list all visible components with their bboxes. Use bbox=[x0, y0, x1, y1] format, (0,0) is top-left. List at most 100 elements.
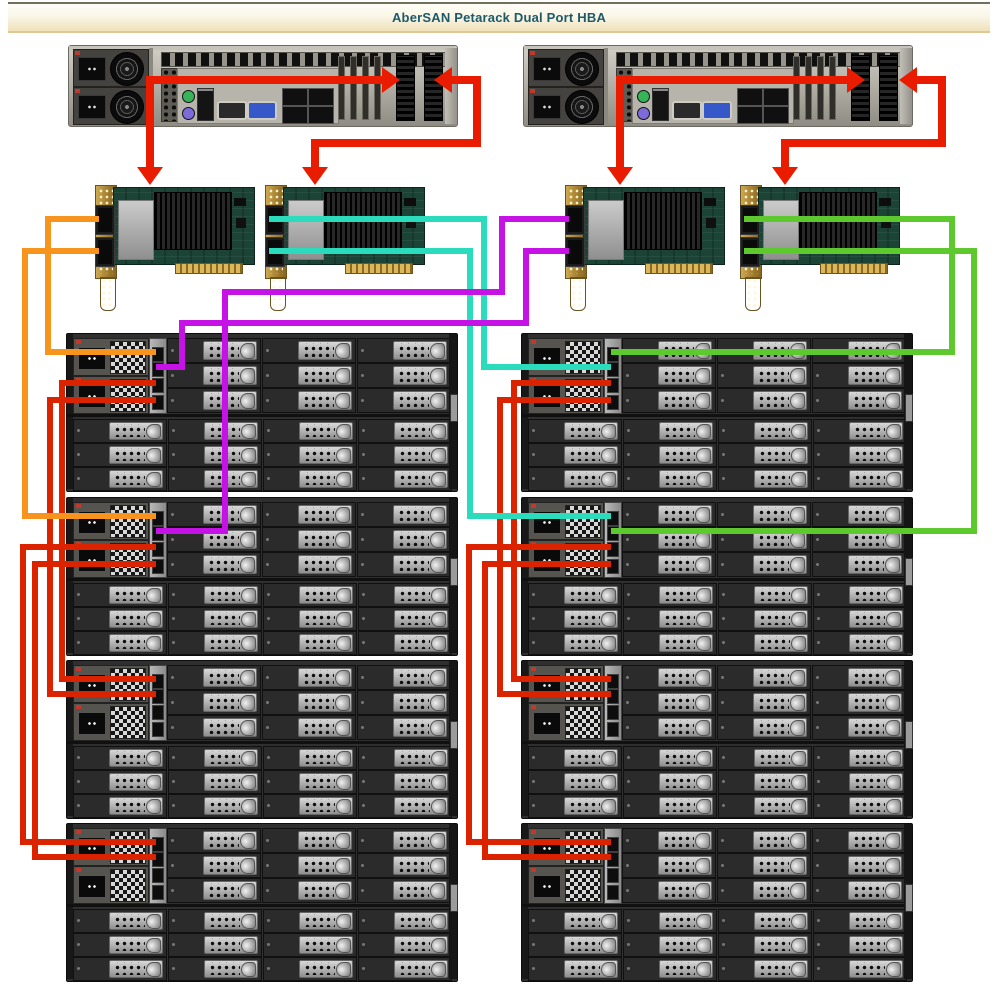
psu-led bbox=[530, 89, 535, 93]
tray-plate bbox=[203, 668, 257, 687]
inlet-pins bbox=[87, 682, 97, 689]
tray-latch bbox=[601, 612, 616, 627]
hba-pcb bbox=[113, 187, 255, 265]
chassis-right-cap bbox=[900, 48, 912, 124]
psu-grill bbox=[565, 543, 601, 576]
tray-plate bbox=[659, 773, 713, 791]
tray-vent-dots bbox=[397, 720, 429, 734]
tray-screw bbox=[721, 513, 724, 516]
drive-tray bbox=[262, 552, 356, 577]
tray-vent-dots bbox=[852, 532, 884, 546]
tray-screw bbox=[626, 374, 629, 377]
tray-latch bbox=[241, 799, 256, 814]
tray-screw bbox=[722, 593, 725, 596]
tray-latch bbox=[886, 751, 901, 766]
tray-plate bbox=[849, 960, 903, 978]
drive-tray bbox=[168, 746, 262, 770]
sas-port-1 bbox=[152, 837, 164, 852]
hba-chip bbox=[704, 198, 716, 206]
tray-screw bbox=[266, 726, 269, 729]
tray-plate bbox=[658, 718, 712, 737]
tray-vent-dots bbox=[302, 343, 334, 357]
tray-plate bbox=[753, 668, 807, 687]
inlet-pins bbox=[87, 883, 97, 890]
tray-screw bbox=[267, 429, 270, 432]
tray-screw bbox=[172, 429, 175, 432]
tray-plate bbox=[109, 470, 163, 488]
tray-screw bbox=[171, 839, 174, 842]
power-inlet bbox=[533, 674, 561, 697]
drive-tray bbox=[528, 631, 622, 655]
tray-latch bbox=[146, 751, 161, 766]
drive-tray bbox=[718, 770, 812, 794]
tray-vent-dots bbox=[398, 424, 430, 437]
tray-screw bbox=[77, 967, 80, 970]
chassis-handle bbox=[450, 558, 458, 586]
drive-tray bbox=[528, 794, 622, 818]
tray-vent-dots bbox=[398, 799, 430, 812]
power-inlet bbox=[78, 875, 106, 898]
slot-cover-3 bbox=[817, 56, 824, 120]
slot-cover-2 bbox=[350, 56, 357, 120]
tray-vent-dots bbox=[853, 636, 885, 649]
drive-tray bbox=[263, 770, 357, 794]
sas-port-2 bbox=[152, 689, 164, 704]
tray-screw bbox=[816, 538, 819, 541]
drive-tray bbox=[262, 363, 356, 388]
tray-screw bbox=[172, 919, 175, 922]
tray-vent-dots bbox=[303, 914, 335, 927]
hba-1 bbox=[95, 183, 263, 315]
drive-tray bbox=[263, 746, 357, 770]
tray-screw bbox=[77, 804, 80, 807]
array-psu-2 bbox=[528, 540, 604, 578]
drive-tray bbox=[262, 388, 356, 413]
drive-tray bbox=[623, 607, 717, 631]
vga-port bbox=[247, 101, 277, 120]
drive-tray bbox=[168, 794, 262, 818]
drive-tray bbox=[357, 502, 451, 527]
tray-latch bbox=[240, 883, 255, 899]
drive-tray bbox=[813, 746, 907, 770]
tray-vent-dots bbox=[758, 938, 790, 951]
tray-vent-dots bbox=[398, 612, 430, 625]
ps2-mouse-port bbox=[637, 90, 650, 103]
tray-latch bbox=[431, 612, 446, 627]
tray-plate bbox=[658, 505, 712, 524]
hba-external-port-1 bbox=[265, 205, 285, 235]
array-psu-2 bbox=[528, 376, 604, 414]
tray-vent-dots bbox=[568, 472, 600, 485]
drive-tray bbox=[167, 388, 261, 413]
tray-vent-dots bbox=[568, 612, 600, 625]
power-inlet bbox=[78, 57, 106, 81]
tray-plate bbox=[299, 797, 353, 815]
tray-vent-dots bbox=[853, 962, 885, 975]
tray-plate bbox=[848, 668, 902, 687]
tray-latch bbox=[791, 588, 806, 603]
array-left-2 bbox=[66, 497, 458, 656]
drive-tray bbox=[717, 878, 811, 903]
tray-plate bbox=[564, 749, 618, 767]
drive-tray bbox=[73, 443, 167, 467]
tray-vent-dots bbox=[208, 962, 240, 975]
tray-latch bbox=[601, 914, 616, 929]
tray-screw bbox=[532, 477, 535, 480]
tray-screw bbox=[626, 864, 629, 867]
hba-heatsink bbox=[799, 192, 877, 250]
tray-plate bbox=[564, 586, 618, 604]
tray-vent-dots bbox=[663, 472, 695, 485]
tray-vent-dots bbox=[757, 858, 789, 872]
tray-vent-dots bbox=[302, 557, 334, 571]
tray-latch bbox=[791, 799, 806, 814]
drive-tray bbox=[812, 527, 906, 552]
drive-tray bbox=[263, 794, 357, 818]
drive-tray bbox=[73, 794, 167, 818]
drive-tray bbox=[358, 794, 452, 818]
tray-latch bbox=[241, 448, 256, 463]
drive-tray bbox=[73, 419, 167, 443]
tray-screw bbox=[362, 429, 365, 432]
tray-vent-dots bbox=[568, 424, 600, 437]
tray-latch bbox=[886, 938, 901, 953]
tray-plate bbox=[204, 470, 258, 488]
tray-screw bbox=[721, 349, 724, 352]
